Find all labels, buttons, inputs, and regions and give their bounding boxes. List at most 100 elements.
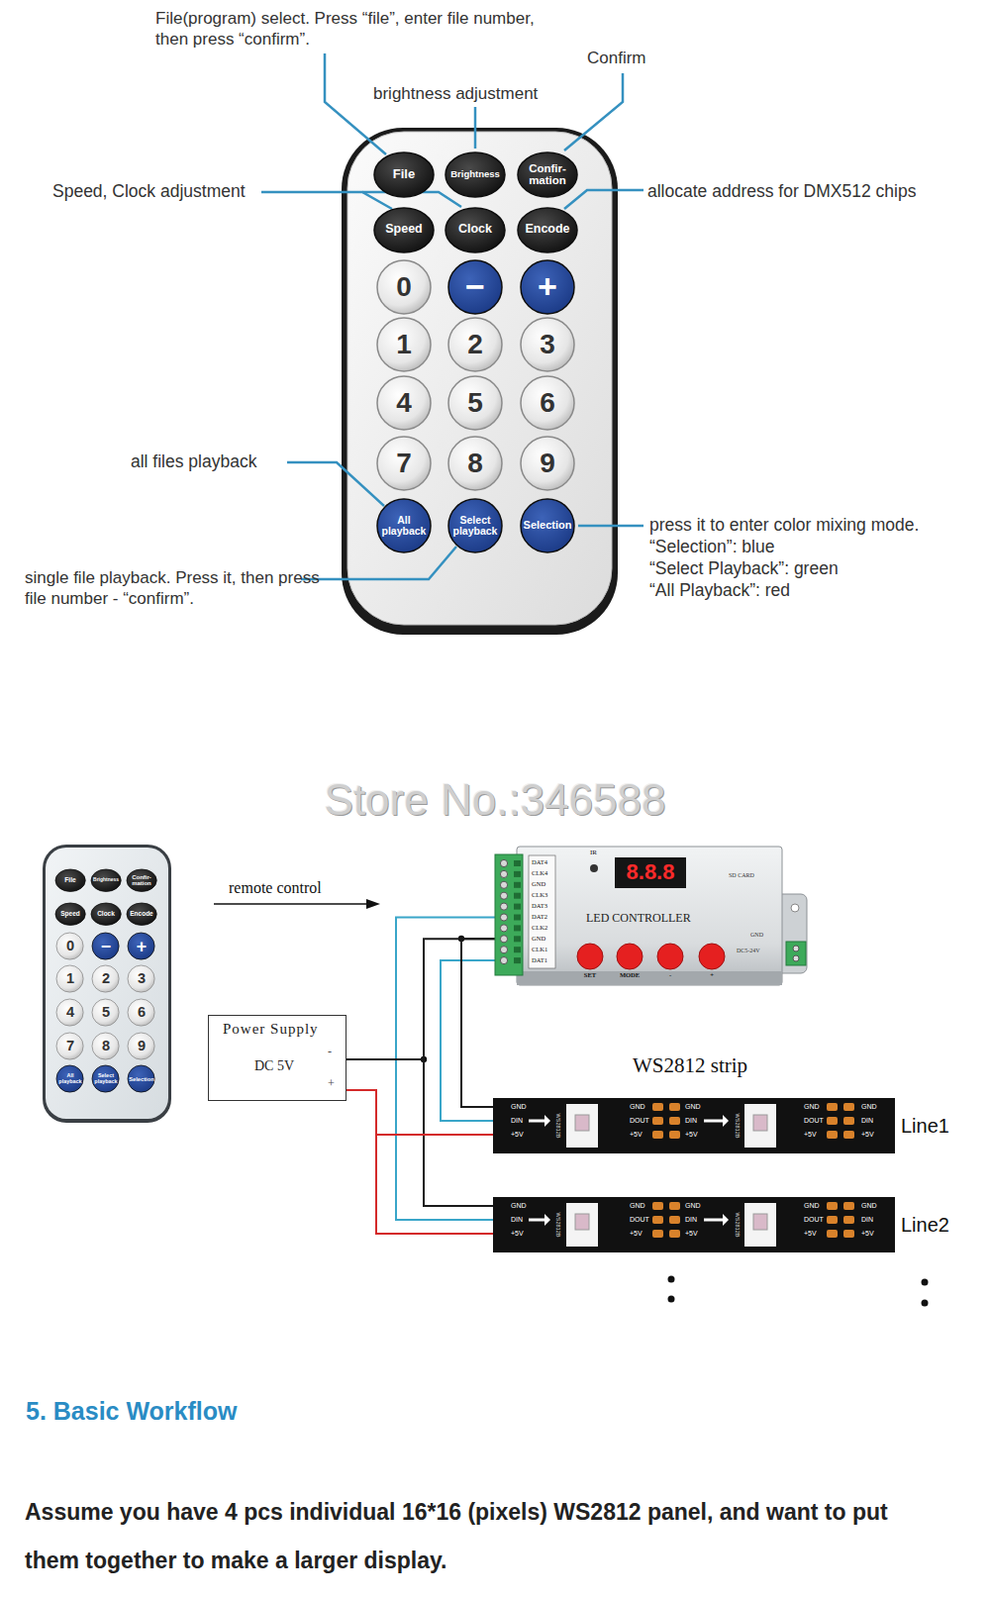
pin-label: DIN — [685, 1116, 697, 1124]
button-label: Encode — [126, 910, 156, 918]
pin-label: +5V — [685, 1130, 698, 1138]
remote-button: Encode — [516, 206, 579, 254]
controller-label: DAT4 — [531, 859, 548, 867]
button-label: 3 — [522, 329, 573, 359]
controller-label: DAT3 — [531, 902, 548, 910]
pin-label: DIN — [510, 1116, 523, 1124]
button-label: 7 — [57, 1038, 84, 1054]
pin-label: +5V — [629, 1229, 643, 1237]
remote-button: All playback — [376, 497, 432, 554]
pin-label: GND — [803, 1201, 820, 1209]
power-supply-box: Power SupplyDC 5V-+ — [207, 1014, 347, 1101]
remote-button: 9 — [126, 1031, 156, 1061]
led-controller: LED CONTROLLERDAT4CLK4GNDCLK3DAT3DAT2CLK… — [495, 846, 807, 990]
remote-button: 9 — [519, 435, 576, 492]
wire — [440, 960, 495, 1121]
pin-label: WS2812B — [554, 1212, 561, 1238]
line-label: Line2 — [900, 1212, 950, 1238]
button-label: 9 — [522, 448, 573, 478]
controller-label: SD CARD — [728, 872, 755, 879]
body-text: Assume you have 4 pcs individual 16*16 (… — [24, 1487, 931, 1585]
button-label: Selection — [522, 519, 573, 532]
button-label: Select playback — [450, 514, 500, 537]
led-strip: GNDDIN+5VWS2812BGNDDOUT+5VGNDDIN+5VWS281… — [493, 1097, 895, 1154]
button-label: 0 — [379, 272, 429, 301]
wire — [346, 1089, 494, 1135]
arrow-head — [366, 898, 381, 909]
ir-arrow — [213, 902, 369, 905]
wire — [461, 938, 495, 1107]
controller-label: + — [695, 972, 728, 980]
remote-button: Clock — [90, 901, 122, 926]
button-label: 8 — [450, 448, 500, 478]
remote-button: 5 — [447, 375, 503, 431]
button-label: All playback — [57, 1073, 84, 1085]
controller-label: CLK2 — [531, 924, 548, 932]
pin-label: GND — [510, 1201, 527, 1209]
button-label: 4 — [57, 1004, 84, 1020]
pin-label: +5V — [803, 1130, 817, 1138]
controller-label: LED CONTROLLER — [586, 911, 692, 924]
controller-label: CLK4 — [531, 870, 548, 878]
controller-label: GND — [750, 931, 764, 938]
controller-label: GND — [531, 935, 546, 943]
pin-label: DOUT — [629, 1116, 650, 1124]
pin-label: WS2812B — [554, 1113, 561, 1139]
button-label: + — [128, 937, 155, 957]
pin-label: GND — [629, 1102, 646, 1110]
button-label: 4 — [379, 388, 429, 417]
button-label: Speed — [55, 910, 85, 918]
callout-text: “All Playback”: red — [649, 580, 791, 602]
pin-label: +5V — [510, 1130, 524, 1138]
controller-label: SET — [574, 972, 606, 980]
remote-button: 1 — [376, 316, 432, 373]
remote-button: 5 — [91, 997, 120, 1027]
remote-button: 7 — [376, 435, 432, 492]
controller-label: IR — [590, 849, 597, 857]
pin-label: DOUT — [803, 1215, 824, 1223]
remote-button: 3 — [519, 316, 576, 373]
callout-text: allocate address for DMX512 chips — [647, 181, 916, 203]
button-label: Selection — [128, 1076, 155, 1083]
remote-button: 1 — [55, 964, 85, 993]
wire — [396, 917, 495, 1221]
continuation-dots — [668, 1276, 929, 1307]
remote-button: 6 — [126, 997, 156, 1027]
button-label: Confir- mation — [126, 874, 156, 888]
remote-button: Select playback — [91, 1064, 120, 1093]
remote-button: Selection — [126, 1064, 156, 1093]
button-label: 7 — [379, 448, 429, 478]
remote-button: 3 — [126, 964, 156, 993]
button-label: File — [55, 876, 85, 884]
callout-text: all files playback — [130, 451, 257, 474]
pin-label: GND — [803, 1102, 820, 1110]
callout-text: File(program) select. Press “file”, ente… — [155, 7, 552, 51]
pin-label: DIN — [861, 1116, 874, 1124]
pin-label: +5V — [629, 1130, 643, 1138]
button-label: Select playback — [93, 1073, 119, 1085]
pin-label: +5V — [685, 1229, 698, 1237]
controller-label: CLK1 — [531, 946, 548, 954]
remote-button: Brightness — [444, 151, 506, 198]
remote-button: Speed — [54, 901, 87, 926]
button-label: 2 — [93, 971, 119, 987]
button-label: 2 — [450, 329, 500, 359]
remote-button: + — [519, 259, 576, 315]
button-label: 3 — [128, 971, 155, 987]
remote-button: 2 — [447, 316, 503, 373]
pin-label: GND — [861, 1201, 878, 1209]
controller-label: 8.8.8 — [614, 861, 687, 884]
remote-body — [45, 847, 169, 1119]
button-label: All playback — [379, 514, 429, 537]
pin-label: GND — [685, 1201, 701, 1209]
button-label: + — [522, 269, 573, 305]
remote-button: − — [91, 931, 120, 961]
button-label: Brightness — [91, 877, 120, 883]
supply-label: + — [327, 1077, 335, 1089]
remote-button: 8 — [447, 435, 503, 492]
pin-label: GND — [861, 1102, 878, 1110]
pin-label: DIN — [861, 1215, 874, 1223]
remote-button: 4 — [376, 375, 432, 431]
pin-label: DIN — [510, 1215, 523, 1223]
button-label: Clock — [91, 910, 120, 918]
